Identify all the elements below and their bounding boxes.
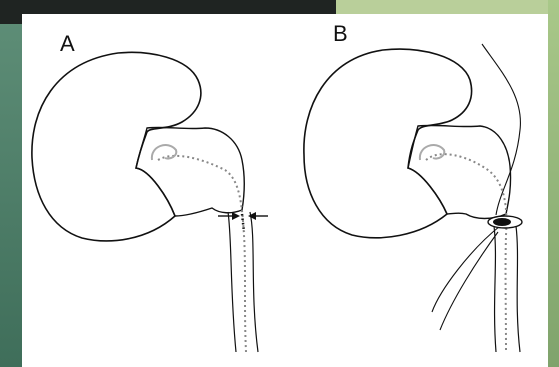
- panel-b: B: [304, 21, 522, 352]
- panel-b-label: B: [333, 21, 348, 46]
- panel-a-ureter-left-wall: [228, 212, 236, 352]
- panel-a-dotted-catheter: [158, 156, 246, 352]
- panel-b-catheter-loop: [420, 145, 444, 160]
- panel-b-kidney-outline: [304, 49, 472, 238]
- panel-b-crossing-vessel-1: [432, 226, 500, 312]
- panel-a-ureter-right-wall: [250, 212, 258, 352]
- panel-b-ureter-right-wall: [516, 226, 520, 352]
- panel-a-label: A: [60, 31, 75, 56]
- panel-b-ureter-left-wall: [494, 226, 496, 352]
- panel-a-kidney-outline: [32, 52, 201, 241]
- panel-b-crossing-vessel-2: [440, 232, 498, 330]
- panel-a: A: [32, 31, 268, 352]
- panel-b-anastomosis-ring: [488, 216, 522, 228]
- panel-a-renal-pelvis: [136, 127, 244, 216]
- panel-b-renal-pelvis: [408, 125, 511, 218]
